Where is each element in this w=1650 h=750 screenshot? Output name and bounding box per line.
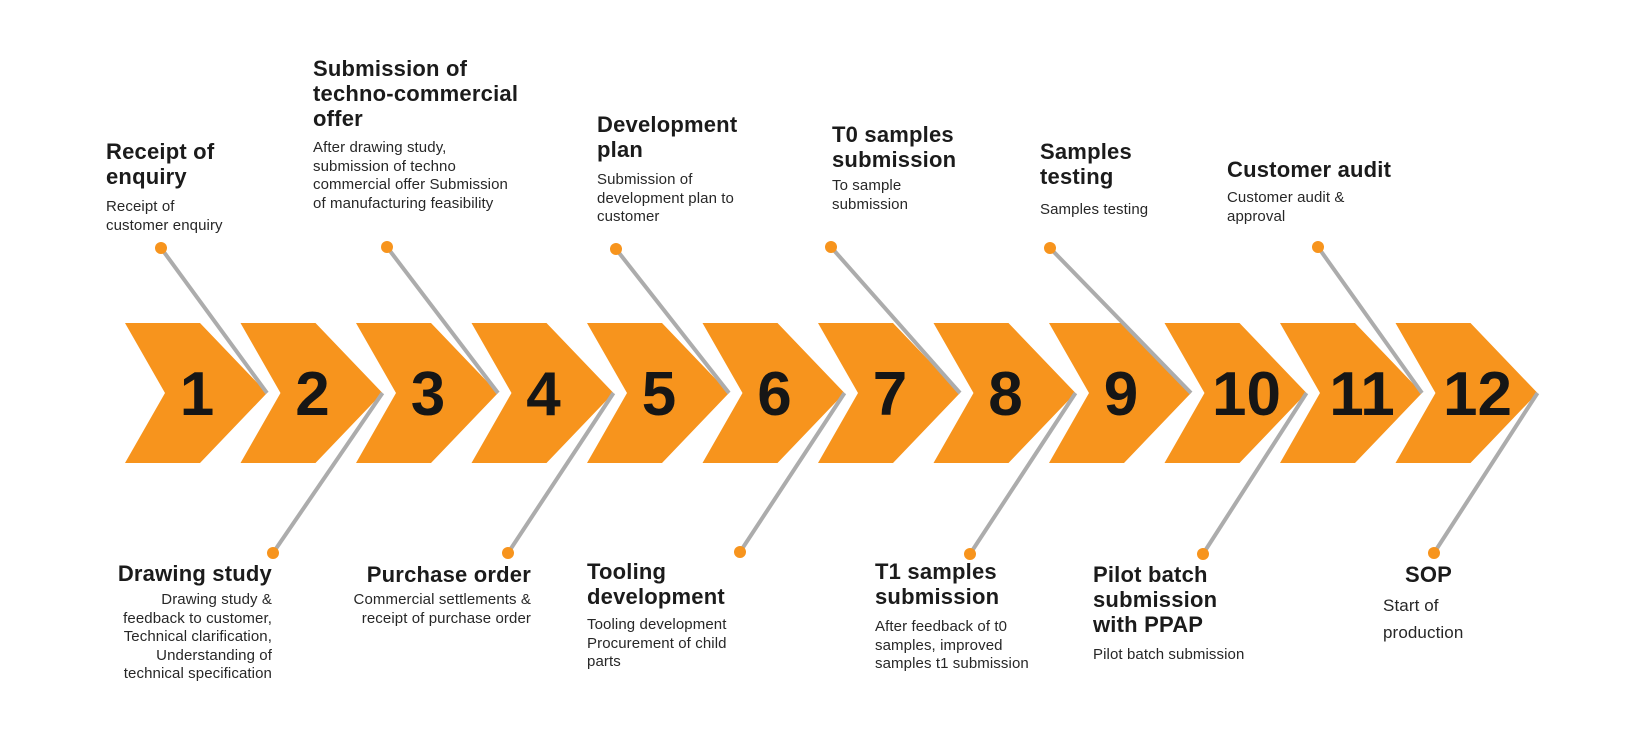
step-description: Commercial settlements & receipt of purc…: [353, 591, 531, 627]
connector-line: [614, 247, 731, 395]
step-description: Submission of development plan to custom…: [597, 171, 734, 225]
step-description: Drawing study & feedback to customer, Te…: [123, 591, 272, 682]
step-description: Start of production: [1383, 596, 1464, 642]
step-number: 8: [988, 360, 1022, 429]
chevron-step-6: [702, 323, 845, 463]
step-description: Pilot batch submission: [1093, 646, 1245, 663]
chevron-step-11: [1280, 323, 1422, 463]
connector-dot: [1044, 242, 1056, 254]
step-description: After drawing study, submission of techn…: [313, 139, 508, 212]
step-number: 4: [526, 360, 561, 429]
chevron-step-5: [587, 323, 729, 463]
chevron-step-3: [356, 323, 498, 463]
step-title: Development plan: [597, 112, 738, 162]
connector-dot: [267, 547, 279, 559]
step-title: Drawing study: [117, 561, 272, 586]
connector-dot: [381, 241, 393, 253]
connector-line: [829, 245, 962, 395]
step-description: Receipt of customer enquiry: [106, 198, 223, 234]
connector-dot: [734, 546, 746, 558]
step-number: 10: [1212, 360, 1281, 429]
connector-line: [159, 246, 269, 395]
step-number: 12: [1443, 360, 1512, 429]
connector-line: [1432, 391, 1540, 555]
chevron-step-10: [1164, 323, 1307, 463]
step-number: 9: [1104, 360, 1138, 429]
step-number: 11: [1329, 360, 1395, 429]
chevron-step-12: [1395, 323, 1538, 463]
chevron-step-1: [125, 323, 267, 463]
connector-line: [1316, 245, 1424, 395]
step-title: Purchase order: [366, 562, 531, 587]
step-title: Customer audit: [1227, 157, 1392, 182]
connector-dot: [964, 548, 976, 560]
connector-dot: [155, 242, 167, 254]
connector-line: [506, 391, 616, 555]
step-title: Submission of techno-commercial offer: [313, 56, 519, 131]
chevron-step-4: [471, 323, 614, 463]
chevron-step-2: [240, 323, 383, 463]
connector-line: [385, 245, 500, 395]
step-title: Pilot batch submission with PPAP: [1093, 562, 1218, 637]
step-description: Customer audit & approval: [1227, 189, 1345, 225]
chevron-step-8: [933, 323, 1076, 463]
step-description: To sample submission: [832, 177, 909, 213]
connector-dot: [1312, 241, 1324, 253]
connector-line: [1048, 246, 1193, 395]
connector-line: [271, 391, 385, 555]
step-title: Samples testing: [1040, 139, 1132, 189]
step-description: Tooling development Procurement of child…: [587, 616, 727, 670]
step-title: SOP: [1405, 562, 1453, 587]
step-number: 3: [411, 360, 445, 429]
step-title: Tooling development: [587, 559, 725, 609]
connector-dot: [502, 547, 514, 559]
connector-dot: [825, 241, 837, 253]
step-title: T0 samples submission: [832, 122, 957, 172]
step-number: 1: [180, 360, 214, 429]
connector-line: [738, 391, 847, 554]
step-number: 2: [295, 360, 329, 429]
step-title: Receipt of enquiry: [106, 139, 215, 189]
step-title: T1 samples submission: [875, 559, 1000, 609]
step-number: 6: [757, 360, 791, 429]
connector-line: [968, 391, 1078, 556]
connector-line: [1201, 391, 1309, 556]
step-description: Samples testing: [1040, 201, 1149, 218]
step-number: 7: [873, 360, 907, 429]
connector-dot: [610, 243, 622, 255]
step-number: 5: [642, 360, 676, 429]
chevron-step-7: [818, 323, 960, 463]
connector-dot: [1428, 547, 1440, 559]
step-description: After feedback of t0 samples, improved s…: [875, 618, 1029, 672]
connector-dot: [1197, 548, 1209, 560]
